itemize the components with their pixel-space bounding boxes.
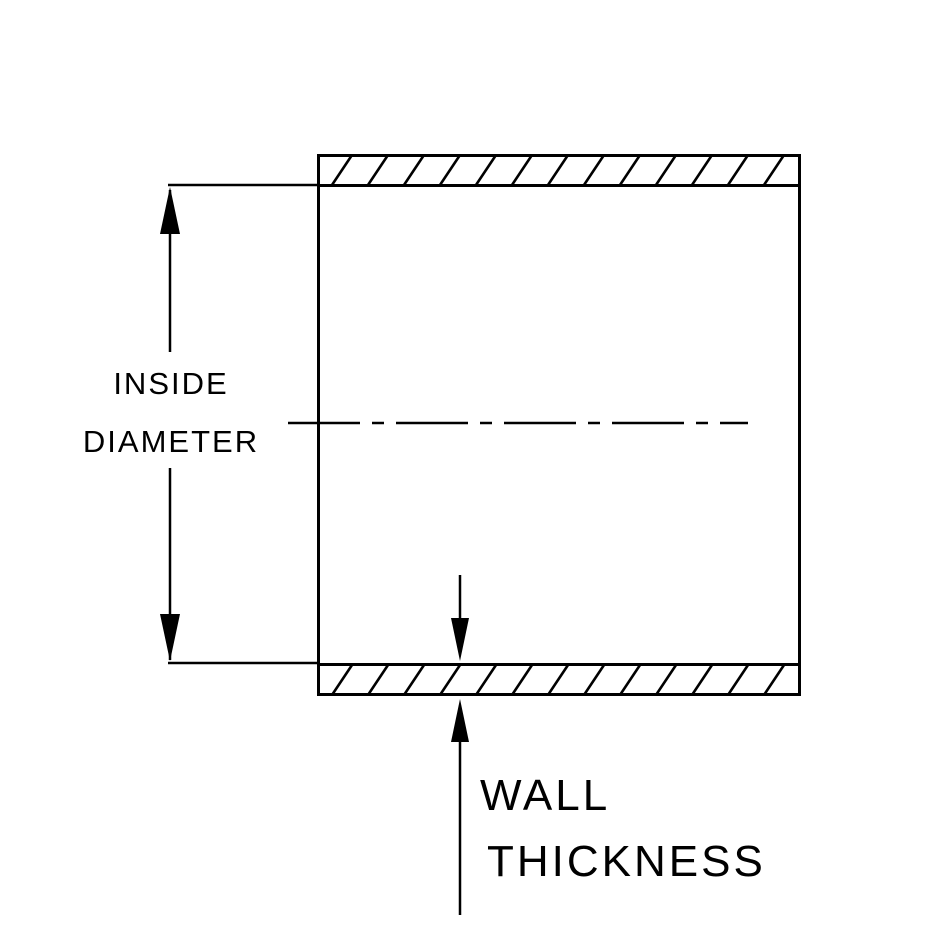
bottom-wall-section xyxy=(317,663,801,696)
inside-diameter-label-line1: INSIDE xyxy=(113,366,228,401)
wall-thickness-arrow-bottom xyxy=(451,699,469,742)
inside-diameter-arrow-bottom xyxy=(160,614,180,661)
wall-thickness-arrow-top xyxy=(451,618,469,661)
inside-diameter-label-line2: DIAMETER xyxy=(83,424,259,459)
tube-body-outline xyxy=(317,154,801,696)
inside-diameter-arrow-top xyxy=(160,187,180,234)
wall-thickness-label-line2: THICKNESS xyxy=(487,837,766,886)
top-wall-section xyxy=(317,154,801,187)
wall-thickness-label-line1: WALL xyxy=(480,771,610,820)
